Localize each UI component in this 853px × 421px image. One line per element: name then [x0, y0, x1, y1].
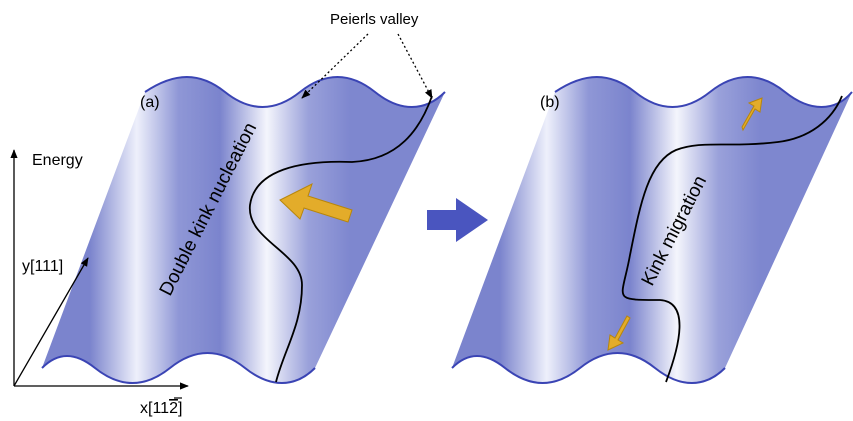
surface-bottom-edge-b — [451, 352, 726, 384]
panel-b-label: (b) — [540, 94, 560, 111]
peierls-valley-label: Peierls valley — [330, 11, 419, 28]
peierls-pointer-left — [301, 33, 369, 99]
surface-top-edge-a — [144, 76, 446, 108]
y-axis-label: y[111] — [22, 258, 63, 275]
x-axis-label: x[112] — [140, 400, 182, 417]
dislocation-line-a — [249, 95, 433, 383]
peierls-pointer-right — [397, 33, 433, 99]
dislocation-line-b — [621, 95, 843, 383]
y-axis — [13, 257, 89, 387]
peierls-surface-b — [452, 77, 852, 383]
direction-arrow-icon — [741, 97, 763, 132]
panel-a-label: (a) — [140, 94, 160, 111]
surface-top-edge-b — [554, 76, 853, 108]
x-axis-label-start: x[11 — [140, 400, 169, 417]
x-axis-label-bar-digit: 2 — [169, 400, 178, 417]
surface-bottom-edge-a — [41, 352, 316, 384]
right-arrow-icon — [427, 198, 488, 242]
peierls-surface-a — [42, 77, 445, 383]
direction-arrow-icon — [607, 315, 631, 351]
peierls-valley-callout: Peierls valley — [301, 11, 433, 99]
panel-b: (b) Kink migration — [451, 76, 853, 384]
energy-axis-label: Energy — [32, 152, 83, 169]
direction-arrow-icon — [279, 183, 353, 223]
coordinate-axes: Energy y[111] x[112] — [10, 149, 189, 417]
x-axis-label-end: ] — [178, 400, 182, 417]
panel-a: (a) Double kink nucleation — [41, 76, 446, 384]
